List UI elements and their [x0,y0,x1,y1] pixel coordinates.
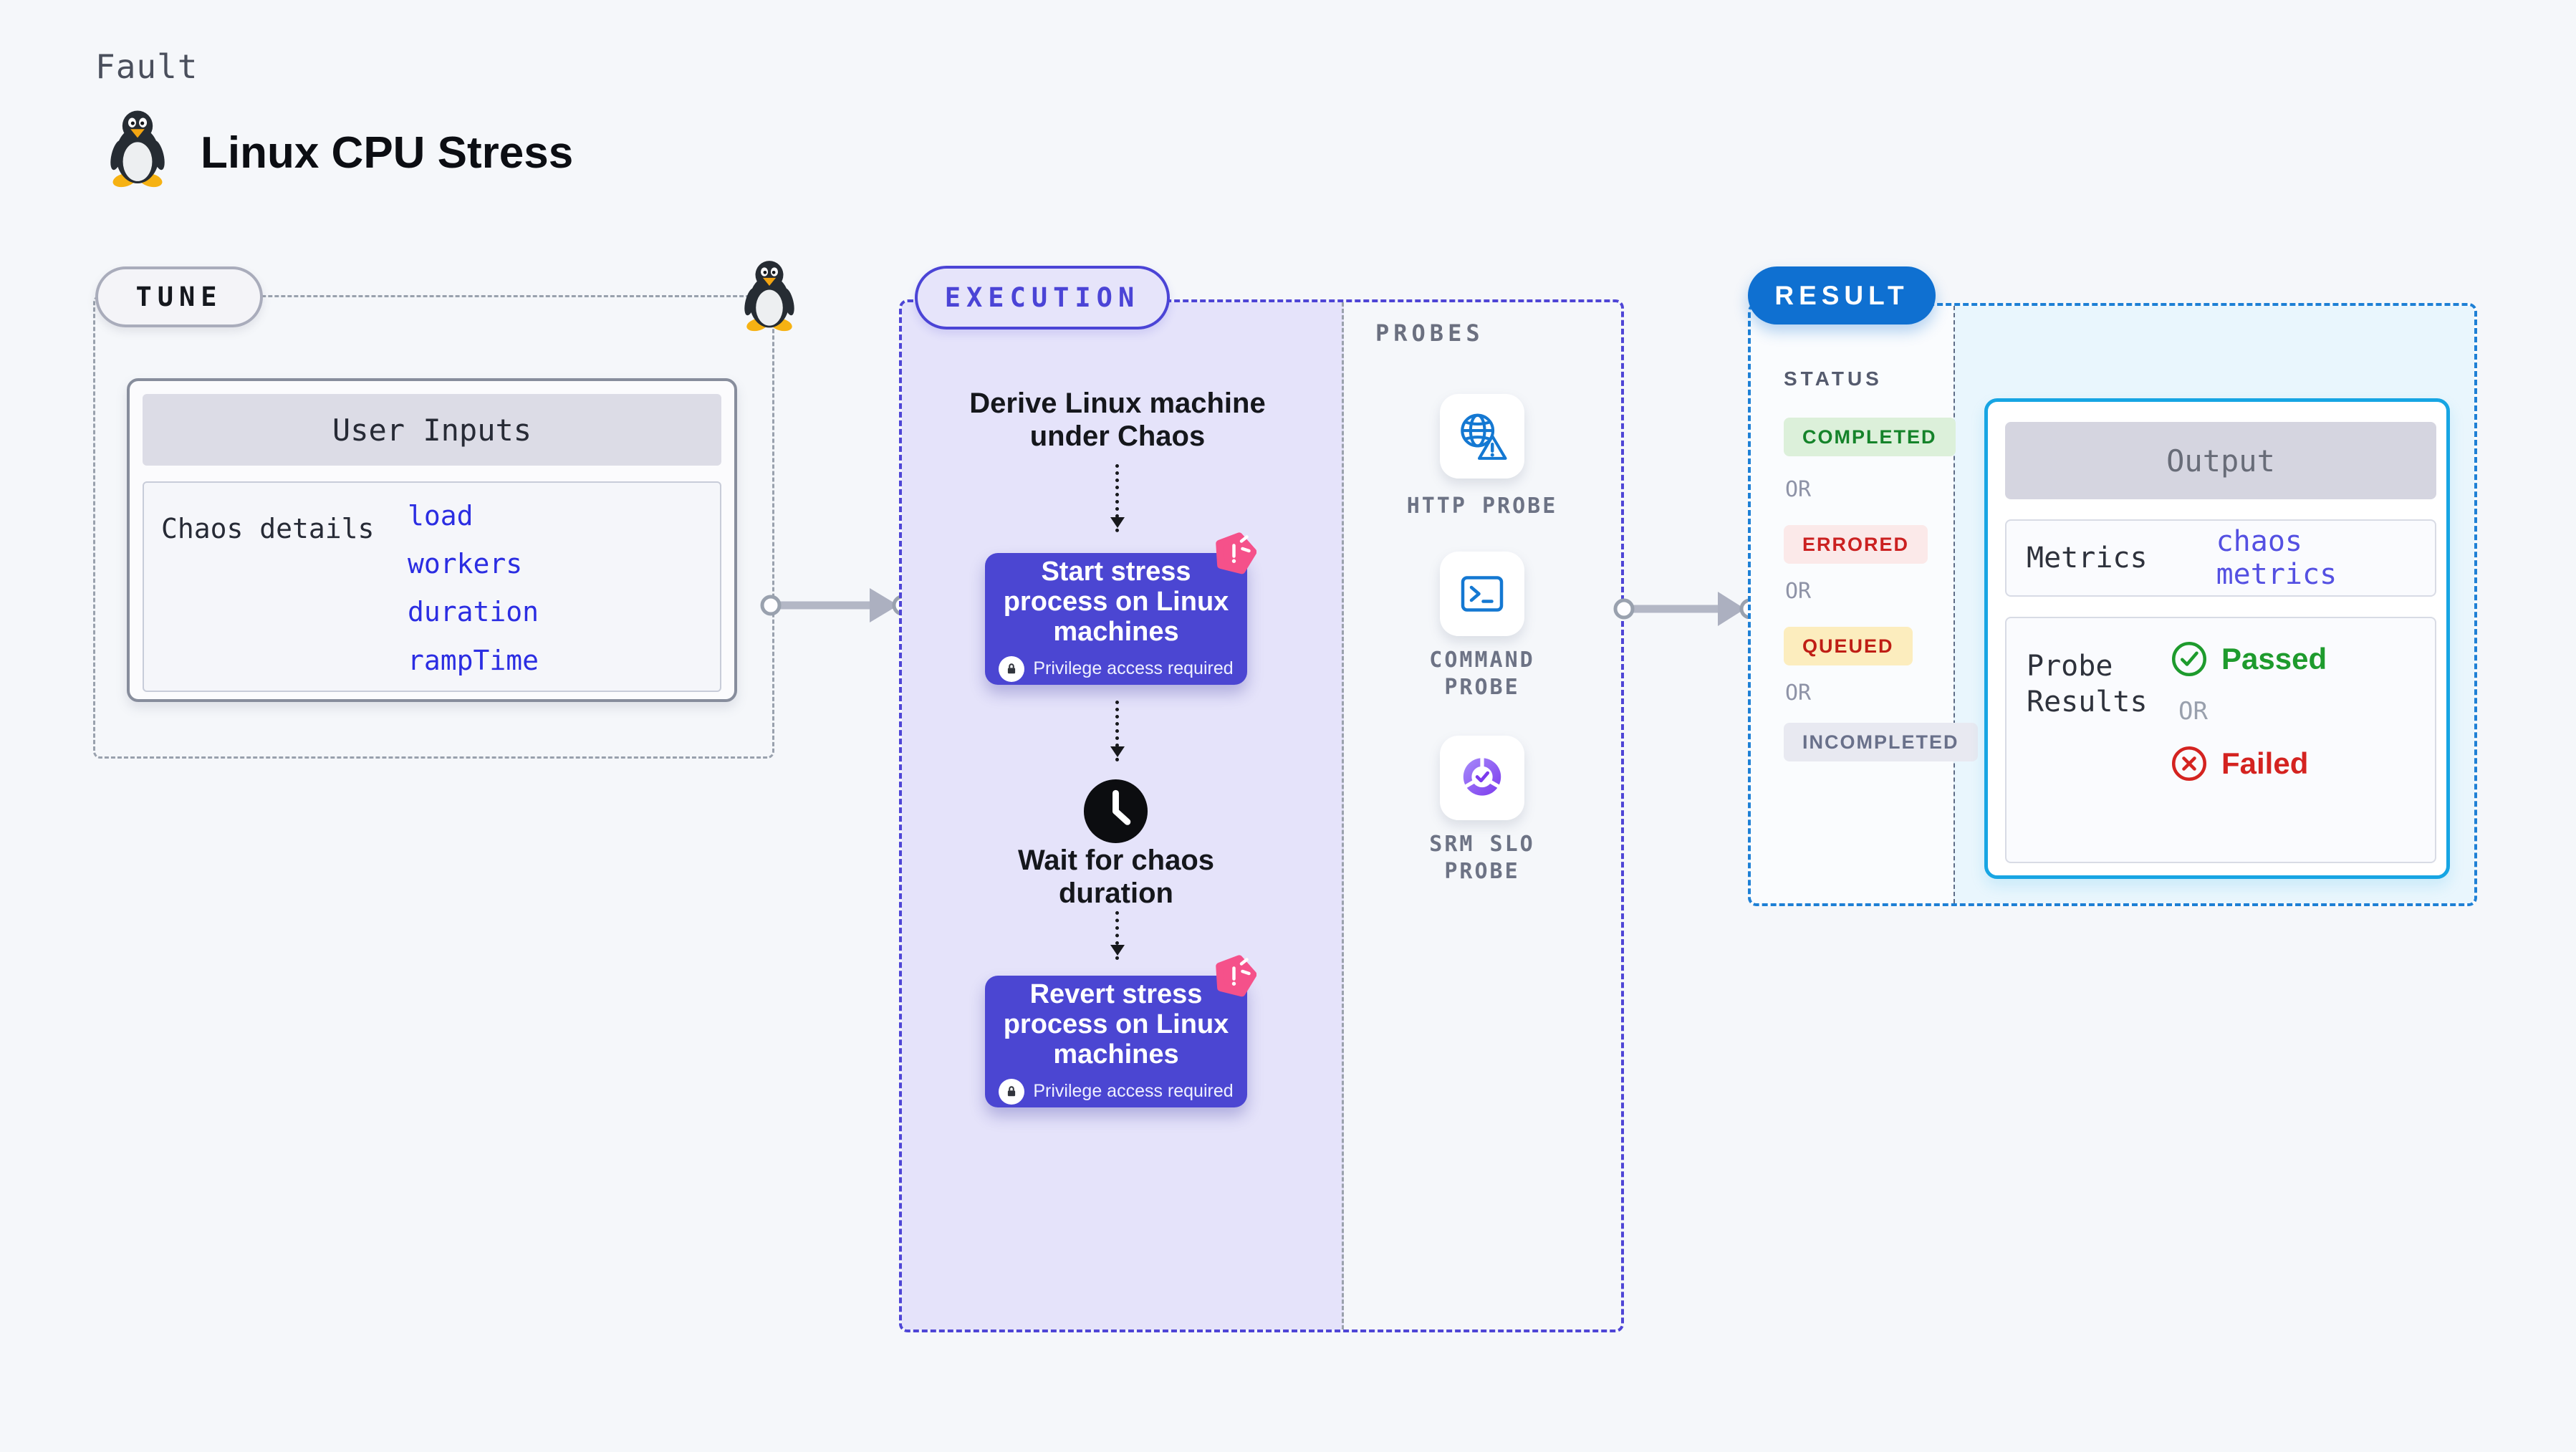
flow-arrow-down-icon [1110,911,1125,960]
lock-icon [999,1078,1025,1105]
revert-stress-action-box: Revert stress process on Linux machines … [985,976,1247,1107]
srm-slo-probe-card[interactable] [1440,736,1524,820]
user-inputs-card: User Inputs Chaos details load workers d… [127,378,737,702]
revert-stress-title: Revert stress process on Linux machines [1003,979,1229,1069]
input-link-duration[interactable]: duration [408,596,539,628]
status-label: STATUS [1784,367,1883,390]
status-badge-completed: COMPLETED [1784,418,1956,456]
derive-step-text: Derive Linux machine under Chaos [969,388,1266,452]
execution-badge: EXECUTION [915,266,1170,330]
passed-result: Passed [2170,640,2327,678]
page-title: Linux CPU Stress [201,128,574,178]
input-link-workers[interactable]: workers [408,548,523,580]
tune-badge: TUNE [95,266,263,327]
status-badge-queued: QUEUED [1784,627,1913,665]
chaos-experiment-icon [1213,532,1256,574]
start-stress-action-box: Start stress process on Linux machines P… [985,553,1247,685]
command-probe-label: COMMAND PROBE [1429,648,1535,700]
status-badge-errored: ERRORED [1784,525,1928,564]
tune-section-box [93,295,774,759]
fault-kicker: Fault [95,47,198,86]
or-separator: OR [1785,579,1812,604]
lock-icon [999,655,1025,682]
failed-result: Failed [2170,744,2327,783]
passed-text: Passed [2221,642,2327,675]
http-probe-card[interactable] [1440,394,1524,479]
flow-arrow-down-icon [1110,464,1125,532]
metrics-row: Metrics chaos metrics [2005,519,2436,597]
probe-results-label: Probe Results [2027,650,2148,718]
input-link-load[interactable]: load [408,500,474,532]
start-stress-title: Start stress process on Linux machines [1003,557,1229,647]
result-badge: RESULT [1748,266,1936,324]
globe-alert-icon [1461,413,1507,460]
slo-donut-check-icon [1463,755,1501,796]
metrics-label: Metrics [2027,542,2148,574]
flow-arrow-down-icon [1110,701,1125,761]
http-probe-label: HTTP PROBE [1406,494,1558,519]
probe-results-row: Probe Results Passed OR Failed [2005,617,2436,863]
arrow-execution-to-result [1613,592,1761,626]
probes-label: PROBES [1375,319,1484,347]
privilege-note: Privilege access required [1033,658,1234,679]
x-circle-icon [2172,746,2206,781]
failed-text: Failed [2221,746,2309,780]
wait-step-text: Wait for chaos duration [1017,845,1215,909]
privilege-row: Privilege access required [999,1078,1234,1105]
chaos-experiment-icon [1213,954,1256,997]
output-title: Output [2005,422,2436,499]
chaos-details-label: Chaos details [161,513,375,544]
command-probe-card[interactable] [1440,552,1524,636]
input-link-rampTime[interactable]: rampTime [408,645,539,676]
or-separator: OR [1785,477,1812,502]
tux-penguin-icon [102,107,173,188]
user-inputs-title: User Inputs [143,394,721,466]
status-badge-incompleted: INCOMPLETED [1784,723,1978,761]
terminal-icon [1461,576,1504,612]
output-card: Output Metrics chaos metrics Probe Resul… [1984,398,2450,879]
or-separator: OR [2178,697,2208,726]
clock-icon [1083,779,1148,844]
probe-results-values: Passed OR Failed [2170,640,2327,783]
or-separator: OR [1785,681,1812,706]
srm-slo-probe-label: SRM SLO PROBE [1429,832,1535,884]
tux-penguin-icon [736,258,802,332]
arrow-tune-to-execution [760,588,913,622]
check-circle-icon [2172,642,2206,676]
privilege-row: Privilege access required [999,655,1234,682]
chaos-metrics-link[interactable]: chaos metrics [2216,525,2337,591]
chaos-details-panel: Chaos details load workers duration ramp… [143,481,721,692]
privilege-note: Privilege access required [1033,1081,1234,1102]
